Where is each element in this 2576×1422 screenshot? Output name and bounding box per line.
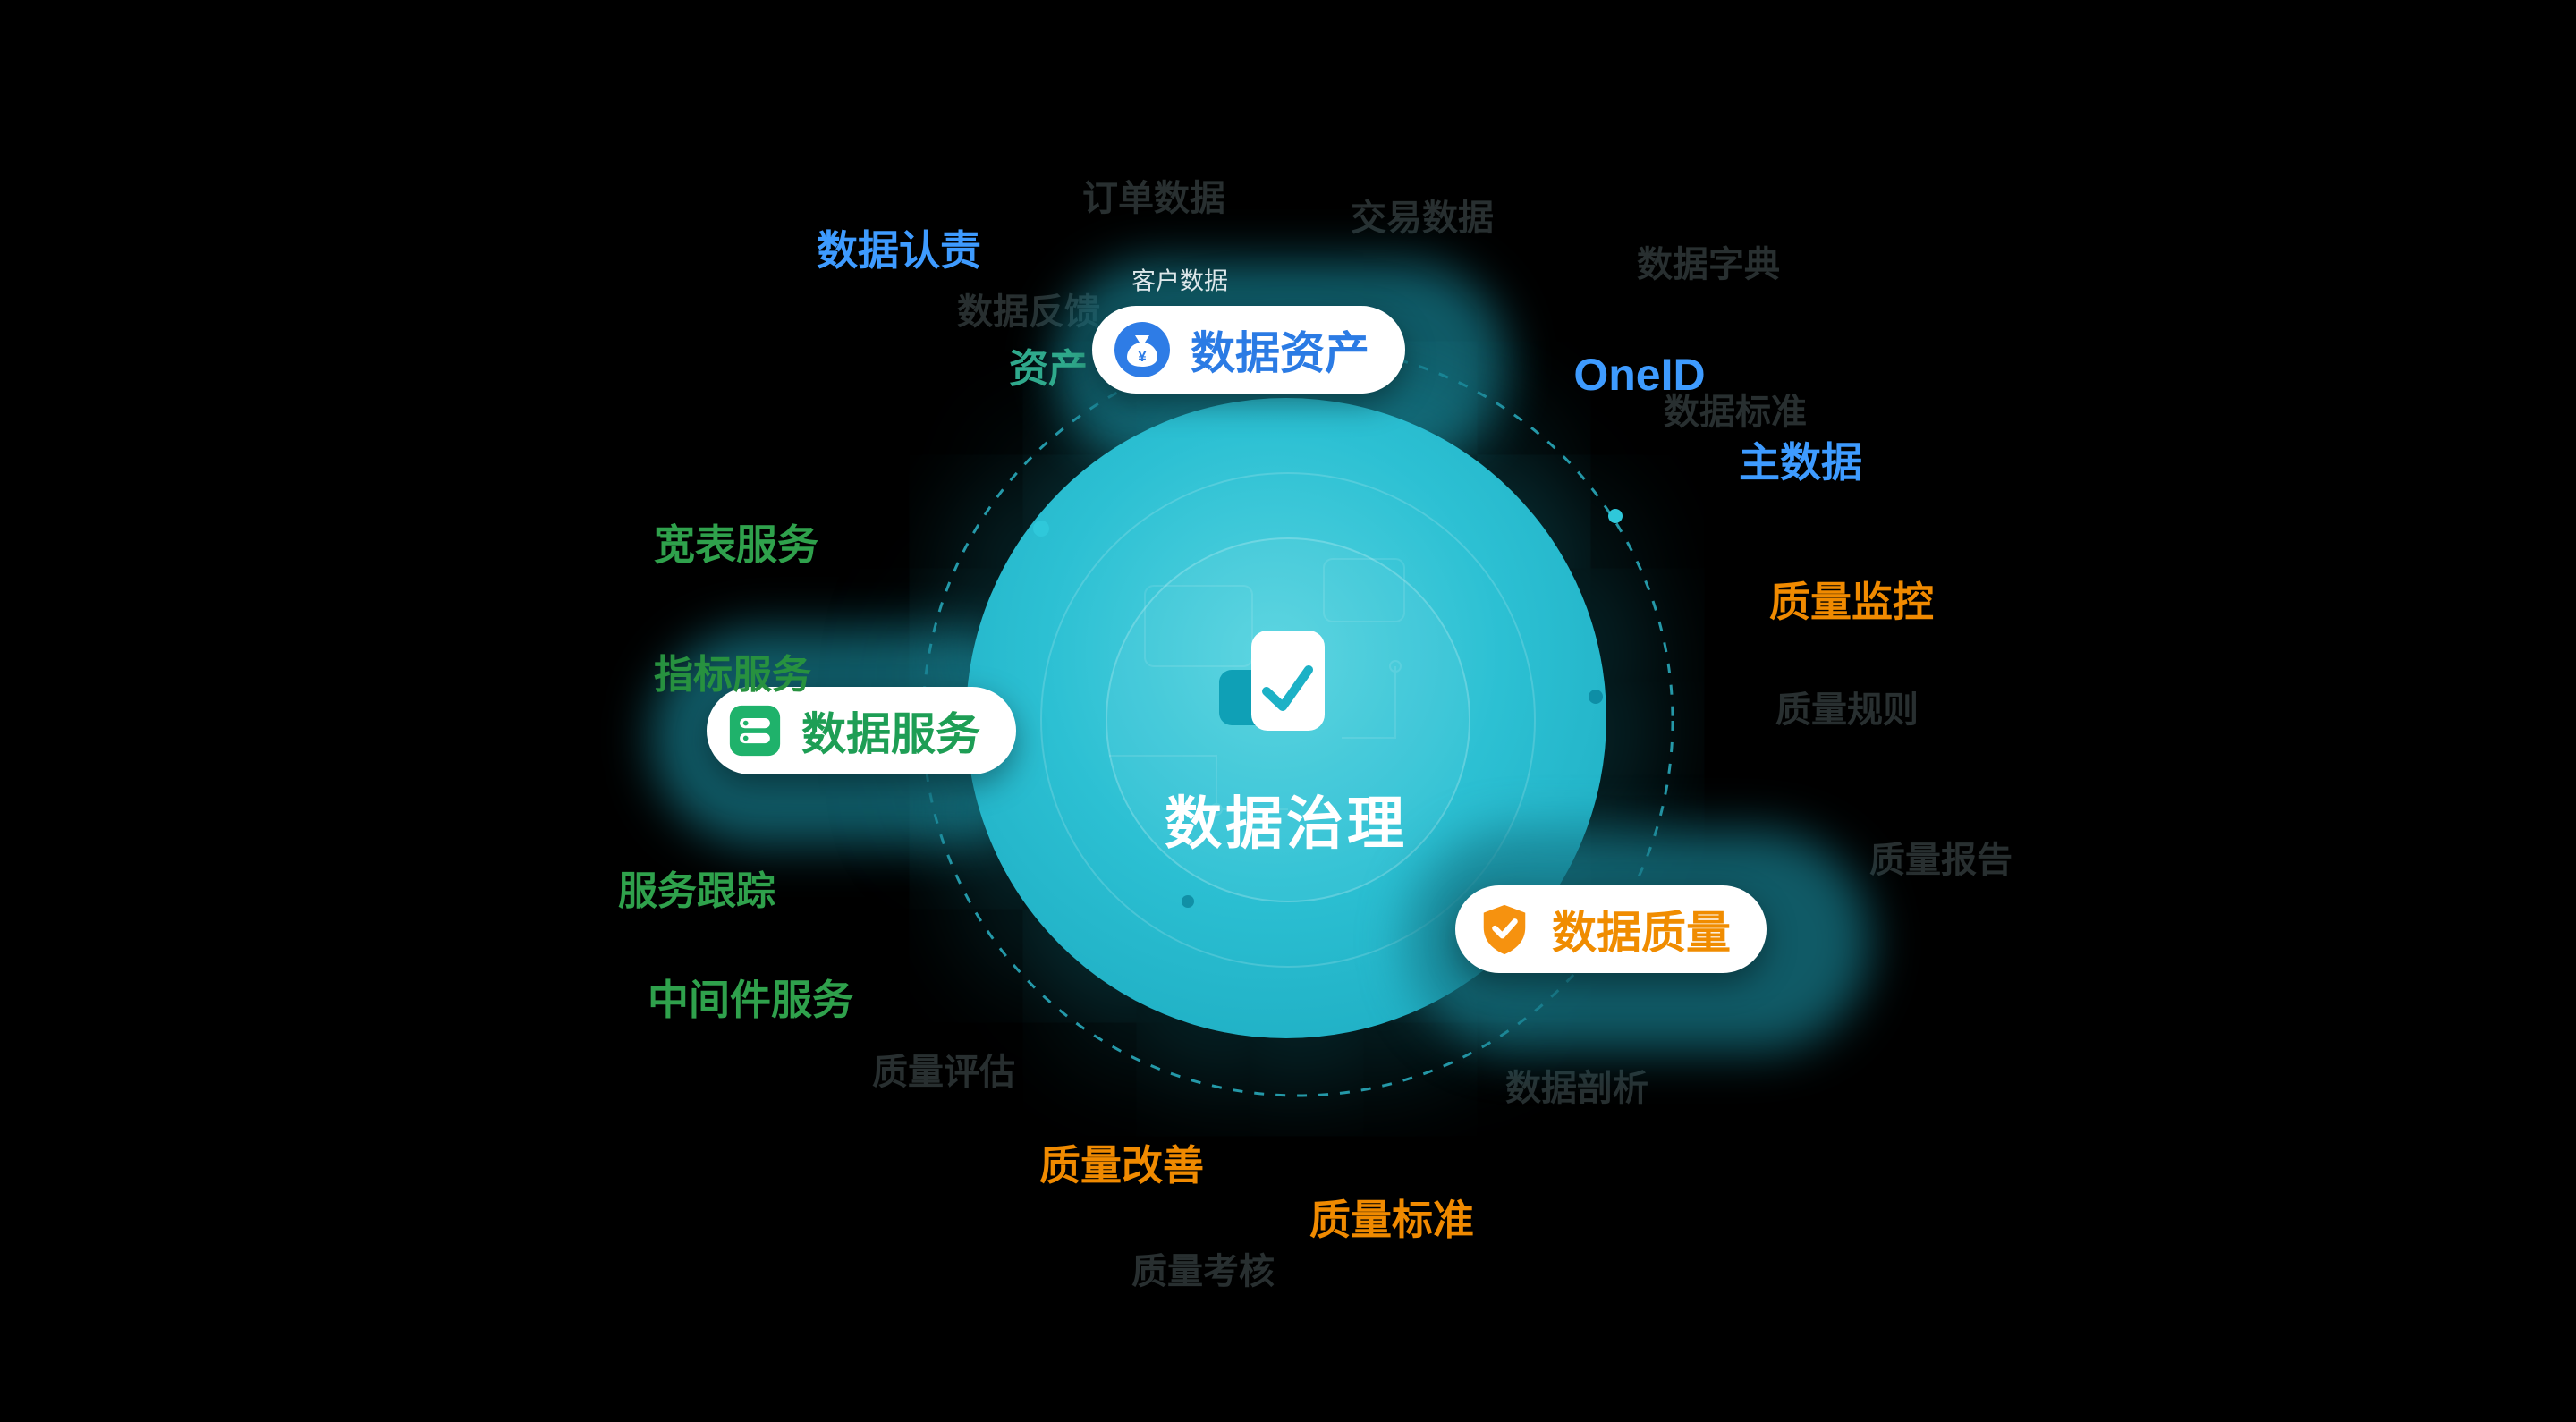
node-data-assets: ¥ 数据资产 [1092, 306, 1405, 394]
label-wide-table-service: 宽表服务 [654, 521, 818, 568]
faint-label: 质量规则 [1775, 690, 1919, 730]
label-service-tracking: 服务跟踪 [618, 869, 775, 913]
node-data-quality: 数据质量 [1455, 885, 1767, 973]
hub-circle: 数据治理 [966, 398, 1606, 1038]
label-quality-standard: 质量标准 [1309, 1197, 1474, 1243]
document-chart-icon [1219, 631, 1325, 731]
label-master-data: 主数据 [1739, 439, 1862, 486]
svg-text:¥: ¥ [1138, 348, 1147, 365]
label-customer-data: 客户数据 [1131, 267, 1228, 295]
orbit-dot [1033, 521, 1049, 537]
orbit-dot [1608, 509, 1623, 523]
faint-label: 订单数据 [1082, 179, 1225, 218]
faint-label: 数据标准 [1664, 393, 1807, 432]
label-middleware-service: 中间件服务 [648, 977, 853, 1023]
faint-label: 质量报告 [1869, 841, 2012, 880]
rim-dot [1589, 690, 1603, 704]
faint-label: 质量评估 [872, 1053, 1015, 1092]
node-label: 数据资产 [1191, 328, 1369, 378]
inner-dot [1182, 895, 1194, 908]
money-bag-icon: ¥ [1114, 322, 1170, 377]
shield-check-icon [1483, 904, 1526, 955]
node-data-services: 数据服务 [707, 687, 1016, 774]
node-label: 数据服务 [801, 709, 980, 759]
label-quality-monitoring: 质量监控 [1769, 579, 1934, 625]
label-quality-improvement: 质量改善 [1039, 1142, 1204, 1189]
inner-ring-outer [1040, 472, 1536, 968]
node-label: 数据质量 [1552, 908, 1731, 958]
label-data-accountability: 数据认责 [817, 227, 981, 274]
faint-label: 交易数据 [1351, 199, 1494, 238]
label-asset: 资产 [1009, 347, 1088, 391]
hub-title: 数据治理 [1165, 791, 1408, 856]
faint-label: 数据剖析 [1505, 1069, 1648, 1108]
faint-label: 数据字典 [1637, 245, 1780, 284]
label-metric-service: 指标服务 [654, 653, 811, 697]
database-icon [729, 705, 781, 757]
label-oneid: OneID [1573, 350, 1706, 400]
faint-label: 质量考核 [1131, 1252, 1275, 1291]
